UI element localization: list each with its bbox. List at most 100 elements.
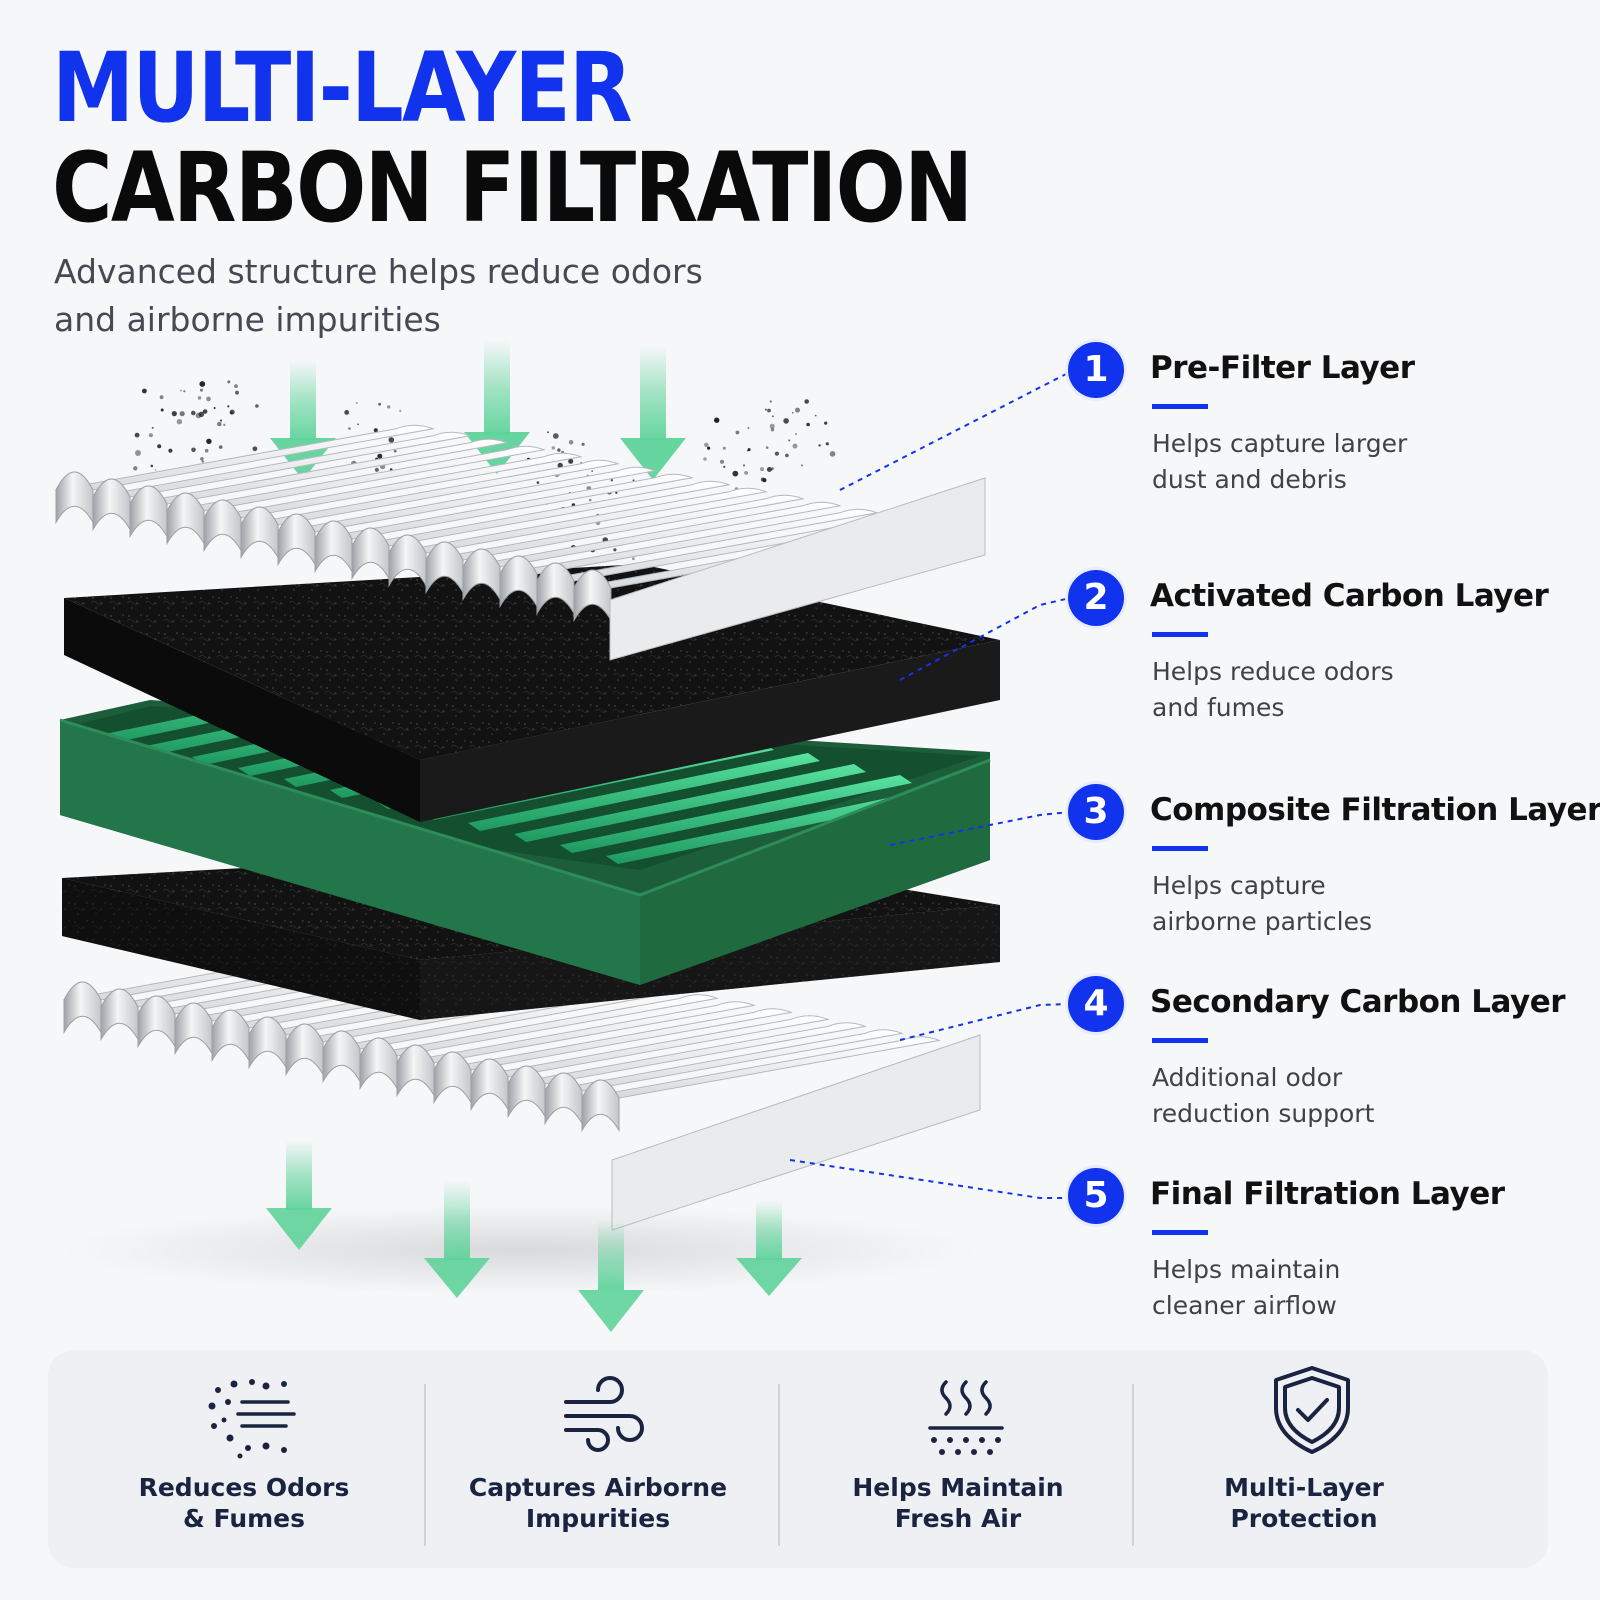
dust-particle <box>632 479 635 482</box>
dust-particle <box>804 399 809 404</box>
dust-particle <box>218 445 223 449</box>
dust-particle <box>202 409 208 414</box>
airflow-out-arrows <box>266 1140 802 1332</box>
title-line-1: MULTI-LAYER <box>52 32 633 144</box>
dust-particle <box>785 453 789 458</box>
feature-captures-impurities: Captures Airborne Impurities <box>418 1350 778 1568</box>
dust-particle <box>824 421 828 425</box>
dust-particle <box>135 450 141 456</box>
dust-particle <box>795 407 800 413</box>
green-rib <box>560 775 912 853</box>
callout-description: Helps reduce odors and fumes <box>1152 654 1572 726</box>
dust-particle <box>183 390 186 393</box>
dust-particle <box>806 422 810 427</box>
dust-particle <box>801 464 803 467</box>
dust-particle <box>774 451 780 456</box>
feature-fresh-air: Helps Maintain Fresh Air <box>778 1350 1138 1568</box>
ground-shadow <box>60 1205 980 1295</box>
desc-line: airborne particles <box>1152 907 1373 936</box>
badge-number: 2 <box>1068 570 1124 626</box>
leader-line-4 <box>899 1003 1071 1041</box>
dust-particle <box>732 470 739 477</box>
dust-particle <box>255 404 259 408</box>
dust-particle <box>747 448 751 452</box>
dust-particle <box>160 408 164 412</box>
dust-particle <box>227 380 231 384</box>
dust-particle <box>227 405 230 408</box>
dust-particle <box>168 448 173 453</box>
dust-particle <box>142 388 147 394</box>
feature-label: Multi-Layer Protection <box>1124 1472 1484 1534</box>
dust-particle <box>235 390 239 395</box>
dust-particle <box>179 411 185 417</box>
desc-line: Additional odor <box>1152 1063 1343 1092</box>
desc-line: reduction support <box>1152 1099 1375 1128</box>
desc-line: Helps capture larger <box>1152 429 1408 458</box>
dust-particle <box>613 548 617 552</box>
pleat-end-panel <box>609 477 986 661</box>
callout-title: Pre-Filter Layer <box>1150 350 1415 386</box>
dust-particle <box>742 464 746 467</box>
dust-particle <box>610 479 613 482</box>
dust-particle <box>765 446 769 449</box>
feature-label: Captures Airborne Impurities <box>418 1472 778 1534</box>
title-line-2: CARBON FILTRATION <box>52 132 973 244</box>
dust-particle <box>615 491 618 494</box>
callout-underline <box>1152 846 1208 851</box>
leader-line-2 <box>899 597 1071 681</box>
pleat-end-panel <box>611 1034 981 1231</box>
dust-particle <box>229 409 235 415</box>
dust-particle <box>818 444 821 447</box>
pleat-face <box>63 981 102 1035</box>
dust-particle <box>568 458 574 464</box>
dust-particle <box>213 407 216 409</box>
dust-particle <box>355 402 358 404</box>
layer-pre-filter-pleated <box>55 424 986 661</box>
dust-particle <box>252 446 258 452</box>
badge-number: 1 <box>1068 342 1124 398</box>
feature-divider <box>424 1384 426 1546</box>
dust-particle <box>201 460 205 463</box>
dust-particle <box>200 457 204 461</box>
wind-airflow-icon <box>564 1376 644 1452</box>
badge-number: 3 <box>1068 784 1124 840</box>
dust-particle <box>814 414 817 417</box>
dust-particle <box>191 410 196 416</box>
leader-line-5 <box>789 1159 1070 1199</box>
dust-particle <box>547 431 549 434</box>
feature-label-line: Multi-Layer <box>1224 1473 1384 1502</box>
dust-particle <box>344 410 350 415</box>
feature-multi-layer: Multi-Layer Protection <box>1124 1350 1484 1568</box>
dust-particle <box>722 446 726 450</box>
badge-number: 4 <box>1068 976 1124 1032</box>
dust-particle <box>770 467 774 471</box>
dust-particle <box>747 427 750 429</box>
dust-particle <box>133 466 138 471</box>
shield-check-icon <box>1274 1366 1350 1454</box>
dust-particle <box>770 428 775 432</box>
subtitle: Advanced structure helps reduce odors an… <box>54 248 754 344</box>
dust-particle <box>377 453 383 459</box>
callout-description: Helps capture larger dust and debris <box>1152 426 1572 498</box>
dust-particle <box>378 402 381 406</box>
feature-label-line: Protection <box>1230 1504 1378 1533</box>
airflow-arrow-in <box>620 345 686 480</box>
feature-label-line: Reduces Odors <box>138 1473 350 1502</box>
dust-particle <box>159 395 164 400</box>
dust-particle <box>198 411 205 417</box>
callout-description: Helps capture airborne particles <box>1152 868 1572 940</box>
dust-particle <box>234 384 238 388</box>
dust-particle <box>795 433 797 435</box>
dust-particle <box>157 444 162 449</box>
dust-particle <box>191 447 196 453</box>
dust-particle <box>704 442 709 447</box>
dust-particle <box>199 381 206 387</box>
dust-particle <box>568 440 574 445</box>
dust-particle <box>223 423 226 426</box>
dust-particle <box>719 459 725 464</box>
desc-line: dust and debris <box>1152 465 1347 494</box>
leader-line-3 <box>889 811 1071 846</box>
dust-particle <box>783 418 789 424</box>
filter-layers-diagram <box>55 340 1071 1332</box>
airflow-arrow-out <box>578 1220 644 1332</box>
